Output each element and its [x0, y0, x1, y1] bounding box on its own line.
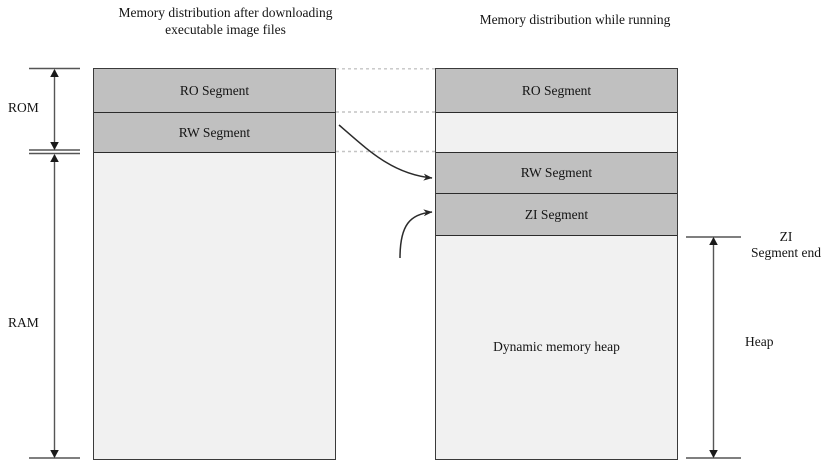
heap-arrow-up [709, 237, 718, 245]
right-memory-column: RO Segment RW Segment ZI Segment Dynamic… [435, 68, 678, 460]
rom-arrow-down [50, 142, 59, 150]
left-column-title: Memory distribution after downloading ex… [118, 5, 333, 37]
right-segment-zi: ZI Segment [436, 194, 677, 236]
right-segment-rw: RW Segment [436, 153, 677, 194]
zi-segment-end-line1: ZI [779, 229, 793, 244]
right-column-title: Memory distribution while running [479, 12, 671, 27]
left-memory-column: RO Segment RW Segment [93, 68, 336, 460]
left-segment-free [94, 153, 335, 458]
right-segment-zi-label: ZI Segment [524, 206, 589, 222]
right-segment-heap-label: Dynamic memory heap [493, 339, 620, 354]
ram-bracket-label: RAM [8, 315, 39, 330]
zi-segment-end-label: ZI Segment end [745, 229, 827, 261]
heap-bracket-label: Heap [745, 334, 774, 349]
left-segment-rw-label: RW Segment [178, 124, 251, 140]
right-segment-rw-label: RW Segment [520, 165, 593, 180]
left-segment-ro-label: RO Segment [179, 82, 250, 98]
right-segment-heap: Dynamic memory heap [436, 236, 677, 458]
rom-arrow-up [50, 69, 59, 77]
heap-arrow-down [709, 450, 718, 458]
left-segment-rw: RW Segment [94, 113, 335, 153]
right-segment-ro: RO Segment [436, 69, 677, 113]
arrow-zi-creation [399, 209, 433, 259]
rom-bracket-label: ROM [8, 100, 39, 115]
right-segment-ro-label: RO Segment [521, 82, 592, 98]
ram-arrow-down [50, 450, 59, 458]
right-segment-gap [436, 113, 677, 153]
ram-arrow-up [50, 154, 59, 162]
left-segment-ro: RO Segment [94, 69, 335, 113]
zi-segment-end-line2: Segment end [750, 245, 822, 260]
arrow-rw-relocation [338, 124, 433, 181]
